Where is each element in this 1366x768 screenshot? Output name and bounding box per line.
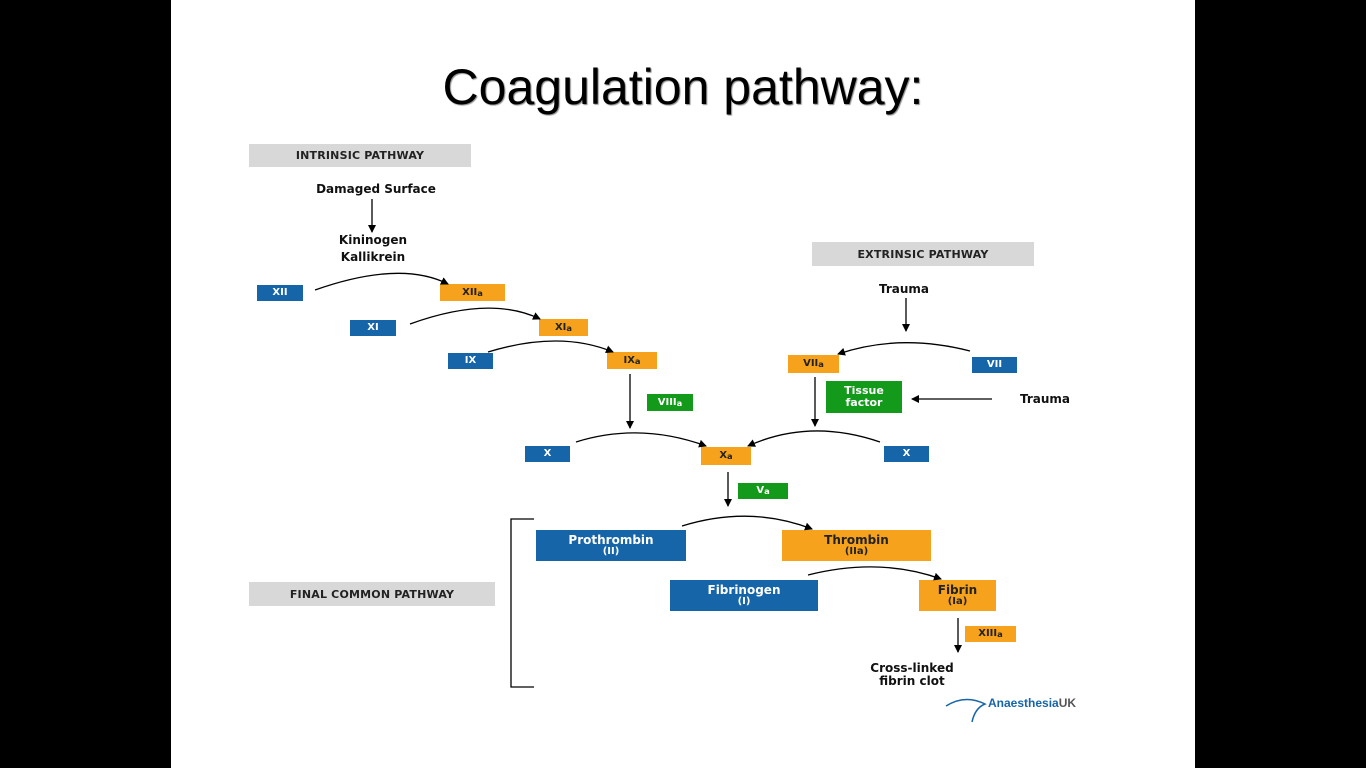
arrow-x-left-to-xa: [575, 432, 707, 448]
factor-x-left-box: X: [525, 446, 570, 462]
arrow-ix-to-ixa: [487, 340, 614, 354]
factor-x-right-label: X: [902, 448, 911, 459]
anaesthesia-uk-logo: AnaesthesiaUK: [944, 696, 1076, 710]
kininogen-label: Kininogen: [338, 233, 408, 247]
factor-x-right-box: X: [884, 446, 929, 462]
factor-xa-label: X: [719, 450, 728, 461]
arrow-x-right-to-xa: [747, 430, 881, 447]
tissue-factor-line1: Tissue: [844, 384, 884, 397]
prothrombin-label: Prothrombin: [568, 532, 654, 547]
factor-xiia-subscript: a: [477, 287, 483, 298]
logo-swoosh-icon: [945, 698, 987, 723]
fibrinogen-number: (I): [737, 595, 751, 607]
clot-label-line2: fibrin clot: [879, 674, 945, 688]
factor-ix-label: IX: [464, 355, 477, 366]
factor-xii-label: XII: [272, 287, 288, 298]
factor-viia-subscript: a: [818, 359, 824, 369]
factor-xia-label: XI: [554, 321, 567, 333]
arrow-xii-to-xiia: [314, 272, 449, 291]
clot-label-line1: Cross-linked: [870, 661, 954, 675]
factor-xii-box: XII: [257, 285, 303, 301]
factor-ix-box: IX: [448, 353, 493, 369]
factor-xiiia-subscript: a: [997, 629, 1003, 639]
arrow-vii-to-viia: [837, 342, 971, 356]
thrombin-label: Thrombin: [824, 532, 889, 547]
factor-viiia-label: VIII: [657, 396, 677, 408]
factor-xi-label: XI: [367, 322, 379, 333]
trauma-label-side: Trauma: [1019, 392, 1071, 406]
fibrinogen-box: Fibrinogen(I): [670, 580, 818, 611]
factor-va-label: V: [756, 485, 765, 496]
factor-vii-box: VII: [972, 357, 1017, 373]
slide: [171, 0, 1195, 768]
final-common-pathway-header: FINAL COMMON PATHWAY: [249, 582, 495, 606]
arrow-prothrombin-to-thrombin: [681, 515, 813, 531]
factor-xi-box: XI: [350, 320, 396, 336]
factor-xiiia-label: XIII: [978, 628, 998, 639]
thrombin-number: (IIa): [844, 545, 869, 557]
factor-xa-subscript: a: [727, 451, 733, 461]
intrinsic-pathway-header: INTRINSIC PATHWAY: [249, 144, 471, 167]
arrow-fibrinogen-to-fibrin: [807, 566, 942, 581]
factor-va-subscript: a: [764, 486, 770, 496]
factor-xiia-label: XII: [462, 286, 478, 298]
fibrin-number: (Ia): [947, 595, 968, 607]
final-pathway-bracket: [510, 518, 534, 688]
trauma-label-top: Trauma: [878, 282, 930, 296]
factor-viia-label: VII: [803, 358, 819, 369]
fibrin-label: Fibrin: [937, 582, 978, 597]
factor-ixa-subscript: a: [634, 355, 641, 366]
damaged-surface-label: Damaged Surface: [316, 182, 436, 196]
factor-ixa-label: IX: [623, 354, 635, 366]
logo-suffix-text: UK: [1058, 696, 1077, 710]
extrinsic-pathway-header: EXTRINSIC PATHWAY: [812, 242, 1034, 266]
factor-x-left-label: X: [543, 448, 552, 459]
prothrombin-number: (II): [602, 545, 620, 557]
tissue-factor-line2: factor: [845, 396, 883, 409]
prothrombin-box: Prothrombin(II): [536, 530, 686, 561]
kallikrein-label: Kallikrein: [340, 250, 406, 264]
factor-vii-label: VII: [986, 359, 1003, 370]
factor-xia-subscript: a: [566, 322, 573, 333]
logo-main-text: Anaesthesia: [988, 696, 1059, 710]
fibrinogen-label: Fibrinogen: [707, 582, 781, 597]
fibrin-box: Fibrin(Ia): [919, 580, 996, 611]
factor-viiia-subscript: a: [676, 397, 683, 408]
slide-title: Coagulation pathway:: [442, 59, 924, 115]
thrombin-box: Thrombin(IIa): [782, 530, 931, 561]
arrow-xi-to-xia: [409, 307, 541, 325]
